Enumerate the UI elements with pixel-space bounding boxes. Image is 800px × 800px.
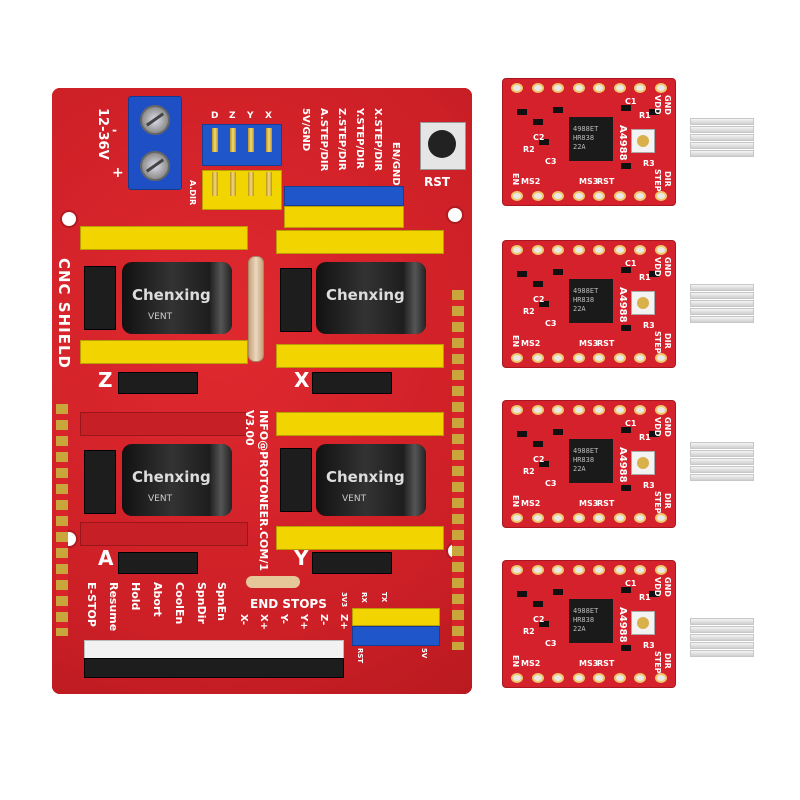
side-pins-left — [56, 404, 68, 636]
board-title: CNC SHIELD — [55, 258, 73, 369]
rst-label: RST — [424, 175, 451, 189]
capacitor: Chenxing VENT — [122, 444, 232, 516]
label-estop: E-STOP — [85, 582, 98, 627]
screw-icon — [140, 105, 170, 135]
capacitor: Chenxing VENT — [316, 444, 426, 516]
endstop-z-plus: Z+ — [338, 614, 349, 630]
heatsink — [690, 618, 754, 658]
jumper-label-y: Y — [247, 111, 254, 121]
power-minus-label: - — [112, 123, 117, 137]
endstops-title: END STOPS — [250, 597, 327, 611]
axis-output-header — [312, 552, 392, 574]
endstop-y-plus: Y+ — [298, 614, 309, 630]
axis-label-a: A — [98, 546, 114, 570]
axis-output-header — [118, 372, 198, 394]
jumper-label-d: D — [211, 111, 219, 121]
capacitor: Chenxing VENT — [122, 262, 232, 334]
label-resume: Resume — [107, 582, 120, 632]
serial-label-rx: RX — [360, 592, 368, 603]
endstop-x-plus: X+ — [258, 614, 269, 631]
axis-label-y: Y — [294, 546, 309, 570]
driver-socket-x-bottom — [276, 344, 444, 368]
version-label: V3.00 — [243, 410, 256, 446]
axis-label-z: Z — [98, 368, 113, 392]
side-pins-right — [452, 290, 464, 650]
label-spndir: SpnDir — [195, 582, 208, 624]
endstop-header-white — [84, 640, 344, 660]
serial-label-tx: TX — [380, 592, 388, 603]
jumper-label-x: X — [265, 111, 272, 121]
driver-socket-y-bottom — [276, 526, 444, 550]
driver-socket-z-top — [80, 226, 248, 250]
potentiometer — [631, 451, 655, 475]
serial-label-5v: 5V — [420, 648, 428, 659]
driver-socket-a-bottom — [80, 522, 248, 546]
driver-socket-x-top — [276, 230, 444, 254]
step-dir-header — [284, 186, 404, 206]
axis-output-header — [118, 552, 198, 574]
reset-button-cap[interactable] — [428, 130, 456, 158]
jumper-label-z: Z — [229, 111, 236, 121]
label-abort: Abort — [151, 582, 164, 617]
axis-output-header — [312, 372, 392, 394]
endstop-header-black — [84, 658, 344, 678]
power-terminal — [128, 96, 182, 190]
microstep-jumpers — [84, 266, 116, 330]
endstop-x-minus: X- — [238, 614, 249, 626]
driver-socket-y-top — [276, 412, 444, 436]
potentiometer — [631, 291, 655, 315]
label-y-step-dir: Y.STEP/DIR — [354, 108, 365, 169]
a-dir-label: A.DIR — [188, 180, 197, 206]
serial-label-3v3: 3V3 — [340, 592, 348, 608]
serial-header-yellow — [352, 608, 440, 626]
mounting-hole — [60, 210, 78, 228]
power-plus-label: + — [112, 165, 124, 181]
driver-socket-a-top — [80, 412, 248, 436]
label-hold: Hold — [129, 582, 142, 611]
label-en-gnd: EN/GND — [390, 142, 401, 186]
serial-label-rst: RST — [356, 648, 364, 664]
url-label: INFO@PROTONEER.COM/1 — [257, 410, 270, 572]
label-a-step-dir: A.STEP/DIR — [318, 108, 329, 172]
potentiometer — [631, 611, 655, 635]
serial-header-blue — [352, 626, 440, 646]
microstep-jumpers — [84, 450, 116, 514]
endstop-y-minus: Y- — [278, 614, 289, 624]
heatsink — [690, 118, 754, 158]
power-voltage-label: 12-36V — [95, 108, 110, 160]
axis-label-x: X — [294, 368, 310, 392]
label-coolen: CoolEn — [173, 582, 186, 625]
resistor — [222, 576, 324, 588]
microstep-jumpers — [280, 448, 312, 512]
microstep-jumpers — [280, 268, 312, 332]
fuse — [248, 256, 264, 362]
label-x-step-dir: X.STEP/DIR — [372, 108, 383, 172]
step-dir-header-yellow — [284, 206, 404, 228]
screw-icon — [140, 151, 170, 181]
label-spnen: SpnEn — [215, 582, 228, 621]
heatsink — [690, 442, 754, 482]
driver-socket-z-bottom — [80, 340, 248, 364]
mounting-hole — [446, 206, 464, 224]
label-z-step-dir: Z.STEP/DIR — [336, 108, 347, 171]
label-5v-gnd: 5V/GND — [300, 108, 311, 152]
heatsink — [690, 284, 754, 324]
capacitor: Chenxing — [316, 262, 426, 334]
potentiometer — [631, 129, 655, 153]
endstop-z-minus: Z- — [318, 614, 329, 626]
